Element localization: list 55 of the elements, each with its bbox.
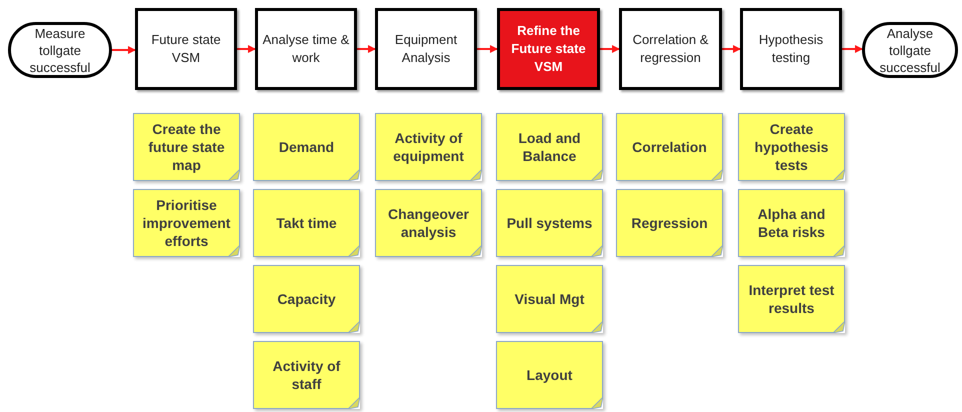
node-label: Visual Mgt <box>514 290 584 308</box>
node-label: Activity of equipment <box>392 129 465 165</box>
node-label: Correlation <box>632 138 707 156</box>
node-label: Equipment Analysis <box>394 31 458 67</box>
node-label: Alpha and Beta risks <box>756 205 826 241</box>
sticky-note <box>616 113 723 181</box>
node-label: Regression <box>631 214 708 232</box>
node-label: Future state VSM <box>150 31 222 67</box>
sticky-note <box>496 341 603 409</box>
node-label: Layout <box>526 366 572 384</box>
node-label: Demand <box>278 138 334 156</box>
node-label: Create the future state map <box>147 120 226 174</box>
arrow <box>357 45 376 53</box>
arrow <box>237 45 256 53</box>
process-box <box>135 8 237 90</box>
arrow <box>600 45 620 53</box>
sticky-note <box>375 189 482 257</box>
sticky-note <box>496 113 603 181</box>
sticky-note <box>253 113 360 181</box>
arrow <box>722 45 741 53</box>
node-label: Interpret test results <box>748 281 836 317</box>
sticky-note <box>375 113 482 181</box>
sticky-note <box>133 113 240 181</box>
node-label: Load and Balance <box>517 129 582 165</box>
sticky-note <box>496 189 603 257</box>
process-box <box>619 8 722 90</box>
sticky-note <box>616 189 723 257</box>
sticky-note <box>496 265 603 333</box>
highlighted-process-box <box>497 8 600 90</box>
node-label: Takt time <box>276 214 337 232</box>
node-label: Refine the Future state VSM <box>510 22 587 76</box>
node-label: Activity of staff <box>272 357 342 393</box>
node-label: Pull systems <box>506 214 592 232</box>
node-label: Prioritise improvement efforts <box>142 196 232 250</box>
arrow <box>842 45 863 53</box>
node-label: Changeover analysis <box>387 205 470 241</box>
node-label: Create hypothesis tests <box>754 120 830 174</box>
sticky-note <box>133 189 240 257</box>
sticky-note <box>738 189 845 257</box>
process-box <box>375 8 477 90</box>
node-label: Analyse time & work <box>262 31 350 67</box>
process-box <box>255 8 357 90</box>
process-box <box>740 8 842 90</box>
node-label: Analyse tollgate successful <box>878 24 942 76</box>
sticky-note <box>738 113 845 181</box>
node-label: Measure tollgate successful <box>28 24 92 76</box>
sticky-note <box>253 189 360 257</box>
sticky-note <box>253 265 360 333</box>
node-label: Capacity <box>277 290 336 308</box>
arrow <box>112 46 136 54</box>
sticky-note <box>253 341 360 409</box>
arrow <box>477 45 498 53</box>
node-label: Correlation & regression <box>632 31 710 67</box>
node-label: Hypothesis testing <box>758 31 824 67</box>
sticky-note <box>738 265 845 333</box>
